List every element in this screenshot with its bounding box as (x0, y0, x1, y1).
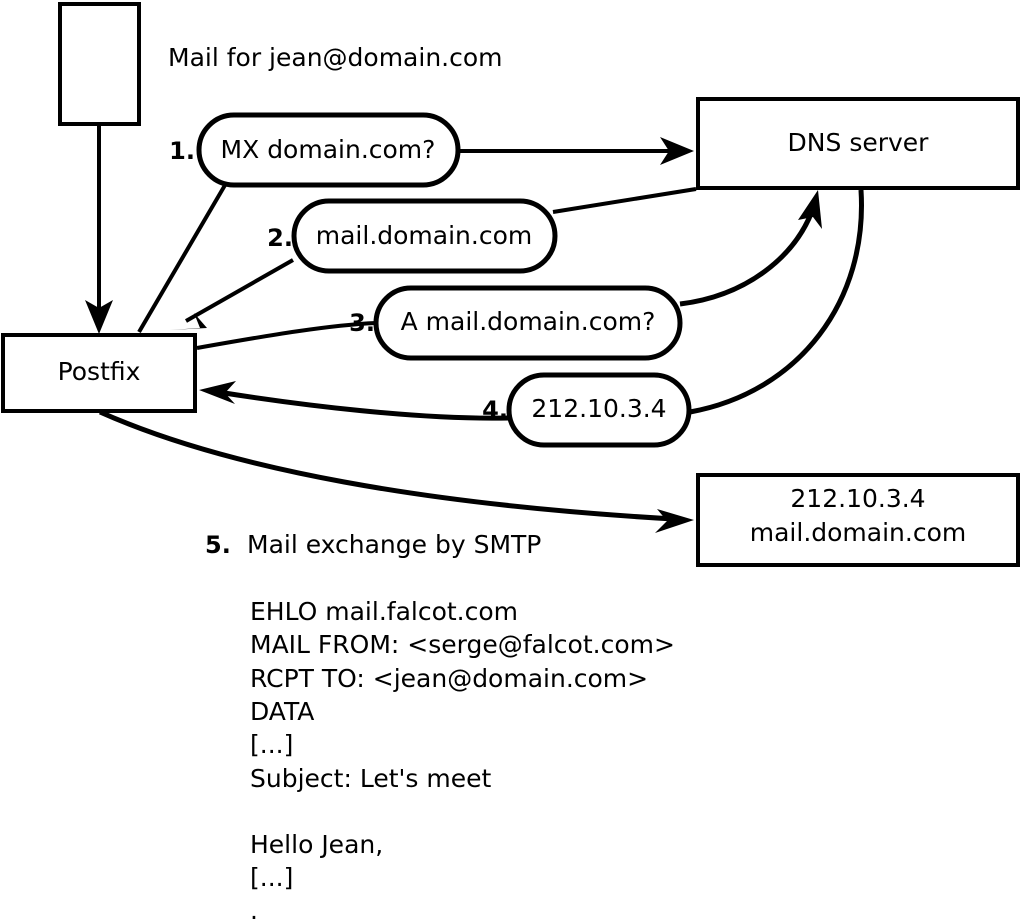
step-1-bubble[interactable]: MX domain.com? (196, 112, 461, 188)
edge-dns-to-step2 (552, 187, 697, 214)
edge-dns-to-step4 (689, 189, 864, 415)
node-sender-box (58, 2, 141, 126)
node-mail-host-hostname: mail.domain.com (750, 518, 966, 547)
smtp-transcript: EHLO mail.falcot.com MAIL FROM: <serge@f… (250, 597, 675, 919)
edge-sender-to-postfix (85, 125, 113, 334)
node-dns-server-label: DNS server (788, 128, 930, 157)
node-dns-server[interactable]: DNS server (696, 97, 1020, 190)
transcript-line: DATA (250, 697, 314, 726)
step-4-label: 212.10.3.4 (531, 394, 666, 423)
step-3-bubble[interactable]: A mail.domain.com? (373, 285, 683, 361)
edge-step2-to-postfix (170, 258, 294, 330)
transcript-line: RCPT TO: <jean@domain.com> (250, 664, 648, 693)
node-postfix[interactable]: Postfix (1, 333, 197, 413)
step-4-number: 4. (482, 396, 508, 424)
transcript-line: EHLO mail.falcot.com (250, 597, 518, 626)
transcript-line: . (250, 896, 258, 919)
edge-postfix-to-step3 (196, 321, 377, 350)
step-2-bubble[interactable]: mail.domain.com (291, 198, 558, 274)
step-5-label: Mail exchange by SMTP (247, 530, 541, 559)
step-3-label: A mail.domain.com? (401, 307, 656, 336)
step-5-number: 5. (205, 531, 231, 559)
edge-step1-to-dns (458, 137, 694, 165)
transcript-line: Hello Jean, (250, 830, 383, 859)
node-mail-host-ip: 212.10.3.4 (790, 484, 925, 513)
transcript-line: MAIL FROM: <serge@falcot.com> (250, 630, 675, 659)
step-1-label: MX domain.com? (221, 135, 436, 164)
node-postfix-label: Postfix (58, 357, 141, 386)
edge-step4-to-postfix (199, 381, 510, 421)
step-2-number: 2. (267, 224, 293, 252)
step-3-number: 3. (349, 309, 375, 337)
edge-step1-tail (137, 178, 230, 334)
transcript-line: [...] (250, 730, 293, 759)
step-4-bubble[interactable]: 212.10.3.4 (506, 372, 692, 448)
mail-for-caption: Mail for jean@domain.com (168, 43, 503, 72)
transcript-line: Subject: Let's meet (250, 764, 491, 793)
node-mail-host[interactable]: 212.10.3.4 mail.domain.com (696, 473, 1020, 567)
edge-step3-to-dns (679, 190, 822, 307)
step-2-label: mail.domain.com (316, 221, 532, 250)
step-1-number: 1. (169, 137, 195, 165)
edge-postfix-to-mailhost (98, 409, 694, 533)
transcript-line: [...] (250, 863, 293, 892)
